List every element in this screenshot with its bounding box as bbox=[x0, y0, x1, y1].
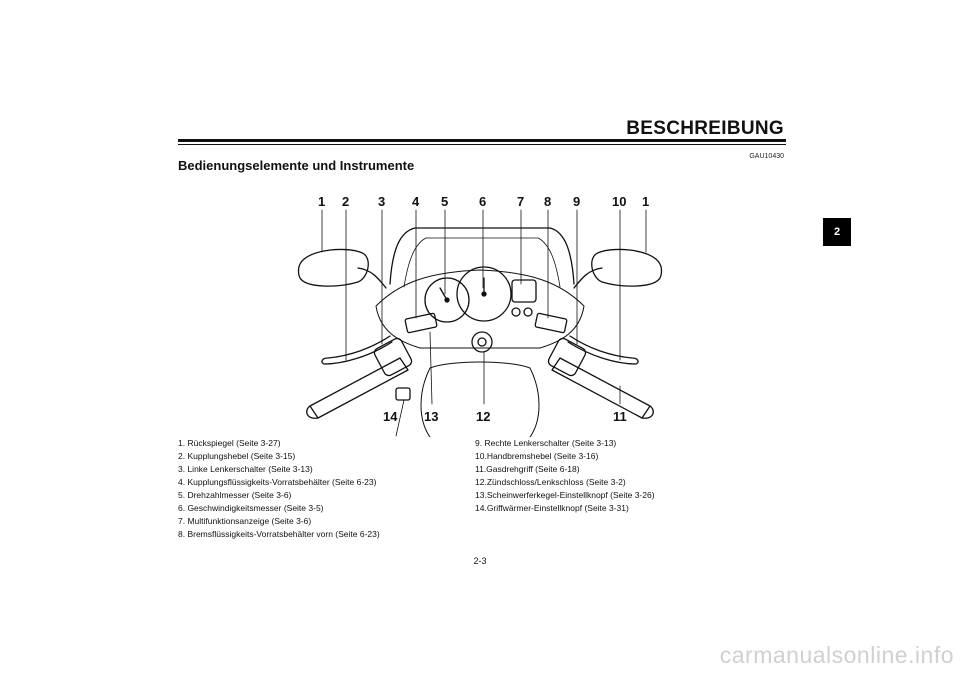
legend-item: 7. Multifunktionsanzeige (Seite 3-6) bbox=[178, 516, 312, 526]
callout-11: 11 bbox=[613, 409, 627, 424]
callout-2: 2 bbox=[342, 194, 349, 209]
legend-item: 4. Kupplungsflüssigkeits-Vorratsbehälter… bbox=[178, 477, 377, 487]
legend-item: 10.Handbremshebel (Seite 3-16) bbox=[475, 451, 599, 461]
legend-item: 9. Rechte Lenkerschalter (Seite 3-13) bbox=[475, 438, 617, 448]
callout-3: 3 bbox=[378, 194, 385, 209]
callout-8: 8 bbox=[544, 194, 551, 209]
callout-6: 6 bbox=[479, 194, 486, 209]
windscreen-outline bbox=[389, 227, 575, 285]
callout-5: 5 bbox=[441, 194, 448, 209]
mirror-left-shape bbox=[297, 248, 369, 287]
tachometer-dial bbox=[424, 277, 470, 323]
tank-outline bbox=[420, 361, 540, 437]
legend-item: 12.Zündschloss/Lenkschloss (Seite 3-2) bbox=[475, 477, 626, 487]
mirror-right-shape bbox=[591, 248, 663, 287]
callout-9: 9 bbox=[573, 194, 580, 209]
watermark: carmanualsonline.info bbox=[719, 642, 954, 668]
page-number: 2-3 bbox=[473, 556, 487, 566]
legend-item: 13.Scheinwerferkegel-Einstellknopf (Seit… bbox=[475, 490, 655, 500]
chapter-tab[interactable]: 2 bbox=[823, 218, 851, 246]
legend-item: 2. Kupplungshebel (Seite 3-15) bbox=[178, 451, 296, 461]
brake-reservoir-shape bbox=[534, 312, 568, 334]
legend-item: 8. Bremsflüssigkeits-Vorratsbehälter vor… bbox=[178, 529, 380, 539]
multifunction-display-shape bbox=[511, 279, 537, 303]
speedometer-dial bbox=[456, 266, 512, 322]
legend-item: 6. Geschwindigkeitsmesser (Seite 3-5) bbox=[178, 503, 324, 513]
handlebar-left bbox=[309, 357, 409, 419]
legend-item: 5. Drehzahlmesser (Seite 3-6) bbox=[178, 490, 292, 500]
ignition-switch-shape bbox=[471, 331, 493, 353]
callout-13: 13 bbox=[424, 409, 438, 424]
title-rule-thin bbox=[178, 144, 786, 145]
callout-14: 14 bbox=[383, 409, 398, 424]
callout-1-right: 1 bbox=[642, 194, 649, 209]
windscreen-inner-line bbox=[403, 237, 561, 288]
legend-right: 9. Rechte Lenkerschalter (Seite 3-13) 10… bbox=[475, 437, 655, 515]
callout-12: 12 bbox=[476, 409, 490, 424]
legend-left: 1. Rückspiegel (Seite 3-27) 2. Kupplungs… bbox=[178, 437, 380, 541]
document-code: GAU10430 bbox=[749, 153, 784, 160]
grip-warmer-knob-shape bbox=[395, 387, 411, 401]
right-switch-housing bbox=[547, 337, 587, 377]
title-rule bbox=[178, 139, 786, 142]
legend-item: 11.Gasdrehgriff (Seite 6-18) bbox=[475, 464, 580, 474]
callout-7: 7 bbox=[517, 194, 524, 209]
section-subheading: Bedienungselemente und Instrumente bbox=[178, 158, 415, 173]
clutch-lever-shape bbox=[321, 335, 393, 365]
legend-item: 14.Griffwärmer-Einstellknopf (Seite 3-31… bbox=[475, 503, 629, 513]
fairing-outline bbox=[375, 269, 585, 349]
callout-10: 10 bbox=[612, 194, 626, 209]
brake-lever-shape bbox=[567, 335, 639, 365]
callout-4: 4 bbox=[412, 194, 420, 209]
legend-item: 3. Linke Lenkerschalter (Seite 3-13) bbox=[178, 464, 313, 474]
callout-1-left: 1 bbox=[318, 194, 325, 209]
section-title: BESCHREIBUNG bbox=[626, 118, 784, 139]
clutch-reservoir-shape bbox=[404, 312, 438, 334]
left-switch-housing bbox=[373, 337, 413, 377]
handlebar-right bbox=[551, 357, 651, 419]
legend-item: 1. Rückspiegel (Seite 3-27) bbox=[178, 438, 281, 448]
handlebar-illustration: 1 2 3 4 5 6 7 8 9 10 1 14 13 12 11 bbox=[297, 194, 663, 437]
